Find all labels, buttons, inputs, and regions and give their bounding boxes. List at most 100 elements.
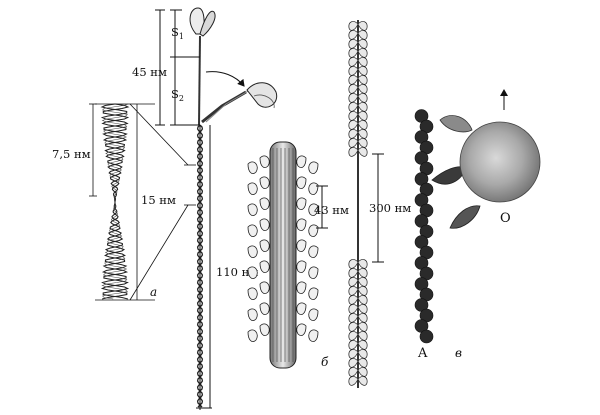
myosin-tail	[196, 124, 204, 408]
myosin-head	[348, 129, 359, 139]
filament-core-lines	[272, 148, 294, 362]
myosin-head	[247, 224, 258, 237]
myosin-head	[247, 308, 258, 321]
myosin-head	[357, 66, 368, 76]
panel-b-thick-filament: 43 нм б	[247, 141, 349, 369]
myosin-head	[348, 277, 359, 287]
myosin-head	[348, 120, 359, 130]
myosin-head	[259, 323, 270, 336]
myosin-head	[348, 30, 359, 40]
myosin-head	[357, 102, 368, 112]
myosin-head	[357, 138, 368, 148]
myosin-head	[348, 111, 359, 121]
myosin-head	[357, 129, 368, 139]
actin-filament	[414, 109, 434, 344]
myosin-head	[348, 147, 359, 157]
label-43nm: 43 нм	[314, 203, 349, 217]
myosin-head	[259, 197, 270, 210]
label-organelle-o: O	[500, 211, 511, 226]
myosin-head	[348, 295, 359, 305]
myosin-head	[259, 218, 270, 231]
myosin-head	[247, 287, 258, 300]
myosin-head	[259, 239, 270, 252]
myosin-head	[348, 39, 359, 49]
myosin-head-s1	[189, 7, 216, 37]
myosin-head	[357, 367, 368, 377]
myosin-head	[259, 260, 270, 273]
myosin-head	[348, 48, 359, 58]
myosin-head-top	[439, 115, 473, 133]
actin-monomer	[419, 329, 434, 344]
myosin-head	[357, 358, 368, 368]
myosin-head	[247, 161, 258, 174]
myosin-head	[348, 268, 359, 278]
myosin-head	[348, 349, 359, 359]
myosin-head	[308, 266, 319, 279]
bipolar-thick-filament: 300 нм	[348, 20, 411, 388]
myosin-head	[348, 84, 359, 94]
myosin-head	[357, 376, 368, 386]
myosin-head	[348, 259, 359, 269]
myosin-head	[348, 21, 359, 31]
panel-label-a: а	[150, 285, 157, 299]
myosin-head	[357, 147, 368, 157]
label-s1: S1	[171, 25, 184, 41]
myosin-head	[308, 287, 319, 300]
filament-heads	[247, 155, 319, 342]
myosin-head	[247, 182, 258, 195]
myosin-head	[308, 329, 319, 342]
myosin-head	[357, 322, 368, 332]
myosin-head	[357, 48, 368, 58]
myosin-head	[348, 358, 359, 368]
panel-label-v: в	[455, 346, 462, 360]
myosin-head	[357, 331, 368, 341]
dimension-lines-a	[155, 9, 212, 410]
myosin-head	[247, 329, 258, 342]
myosin-head	[357, 84, 368, 94]
filament-core	[269, 141, 297, 369]
myosin-head	[247, 266, 258, 279]
myosin-neck	[198, 35, 201, 126]
myosin-head	[357, 30, 368, 40]
myosin-head	[357, 111, 368, 121]
myosin-head	[348, 340, 359, 350]
panel-a-myosin-molecule: S1 45 нм S2 7,5 нм 15 нм 110 нм а	[52, 7, 278, 410]
myosin-head	[357, 277, 368, 287]
myosin-head	[348, 93, 359, 103]
myosin-head	[357, 286, 368, 296]
myosin-head	[296, 197, 307, 210]
myosin-head	[348, 66, 359, 76]
myosin-head	[357, 295, 368, 305]
label-15nm: 15 нм	[141, 193, 176, 207]
myosin-head	[348, 367, 359, 377]
myosin-arm-s2	[201, 82, 278, 124]
myosin-head	[296, 302, 307, 315]
myosin-head	[357, 304, 368, 314]
panel-label-b: б	[321, 355, 329, 369]
dimension-43nm	[316, 185, 328, 229]
myosin-head	[348, 286, 359, 296]
bipolar-heads-top	[348, 21, 368, 157]
label-actin-a: A	[417, 346, 428, 361]
label-300nm: 300 нм	[369, 201, 411, 215]
myosin-head	[308, 203, 319, 216]
myosin-head	[357, 349, 368, 359]
myosin-head	[296, 218, 307, 231]
myosin-head	[357, 340, 368, 350]
myosin-head	[259, 155, 270, 168]
myosin-head	[259, 302, 270, 315]
myosin-head	[357, 313, 368, 323]
coiled-coil-enlarged	[89, 103, 196, 301]
label-s2: S2	[171, 87, 184, 103]
myosin-head	[296, 323, 307, 336]
myosin-head	[357, 21, 368, 31]
myosin-head	[348, 376, 359, 386]
myosin-head	[357, 75, 368, 85]
myosin-head	[296, 176, 307, 189]
myosin-head	[357, 120, 368, 130]
myosin-head	[259, 281, 270, 294]
myosin-head	[296, 239, 307, 252]
myosin-head	[357, 39, 368, 49]
